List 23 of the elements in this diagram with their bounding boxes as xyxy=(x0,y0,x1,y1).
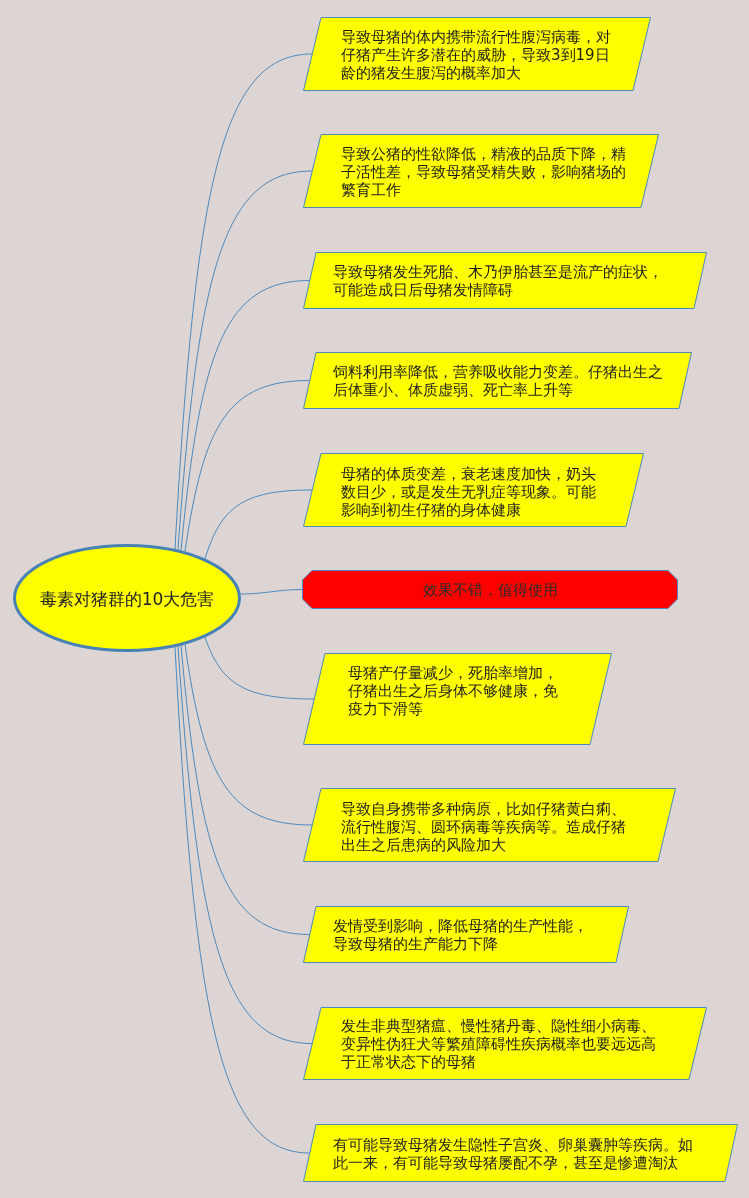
parallelogram-box: 饲料利用率降低，营养吸收能力变差。仔猪出生之后体重小、体质虚弱、死亡率上升等 xyxy=(303,352,692,409)
parallelogram-box: 有可能导致母猪发生隐性子宫炎、卵巢囊肿等疾病。如此一来，有可能导致母猪屡配不孕，甚至是惨遭淘汰 xyxy=(303,1124,738,1182)
connector-line xyxy=(177,170,313,551)
connector-line xyxy=(184,644,313,826)
parallelogram-box: 发情受到影响，降低母猪的生产性能，导致母猪的生产能力下降 xyxy=(303,906,629,963)
connector-line xyxy=(180,645,310,935)
connector-line xyxy=(204,636,315,700)
connector-line xyxy=(180,280,310,551)
connector-line xyxy=(184,380,310,552)
highlight-box: 效果不错，值得使用 xyxy=(302,570,678,609)
parallelogram-box: 母猪的体质变差，衰老速度加快，奶头数目少，或是发生无乳症等现象。可能影响到初生仔猪的身体健康 xyxy=(303,453,644,527)
connector-line xyxy=(240,589,303,595)
connector-line xyxy=(177,645,313,1044)
connector-line xyxy=(174,53,313,550)
parallelogram-box: 导致母猪发生死胎、木乃伊胎甚至是流产的症状，可能造成日后母猪发情障碍 xyxy=(303,252,707,309)
parallelogram-box: 导致自身携带多种病原，比如仔猪黄白痢、流行性腹泻、圆环病毒等疾病等。造成仔猪出生之后患病的风险加大 xyxy=(303,788,676,862)
connector-line xyxy=(204,489,313,560)
parallelogram-box: 发生非典型猪瘟、慢性猪丹毒、隐性细小病毒、变异性伪狂犬等繁殖障碍性疾病概率也要远远高于正常状态下的母猪 xyxy=(303,1007,707,1080)
parallelogram-box: 导致母猪的体内携带流行性腹泻病毒，对仔猪产生许多潜在的威胁，导致3到19日龄的猪发生腹泻的概率加大 xyxy=(303,17,651,91)
parallelogram-box: 导致公猪的性欲降低，精液的品质下降，精子活性差，导致母猪受精失败，影响猪场的繁育工作 xyxy=(303,134,659,208)
parallelogram-box: 母猪产仔量减少，死胎率增加，仔猪出生之后身体不够健康，免疫力下滑等 xyxy=(303,653,612,745)
connector-line xyxy=(174,646,310,1154)
topic-ellipse: 毒素对猪群的10大危害 xyxy=(13,544,241,652)
